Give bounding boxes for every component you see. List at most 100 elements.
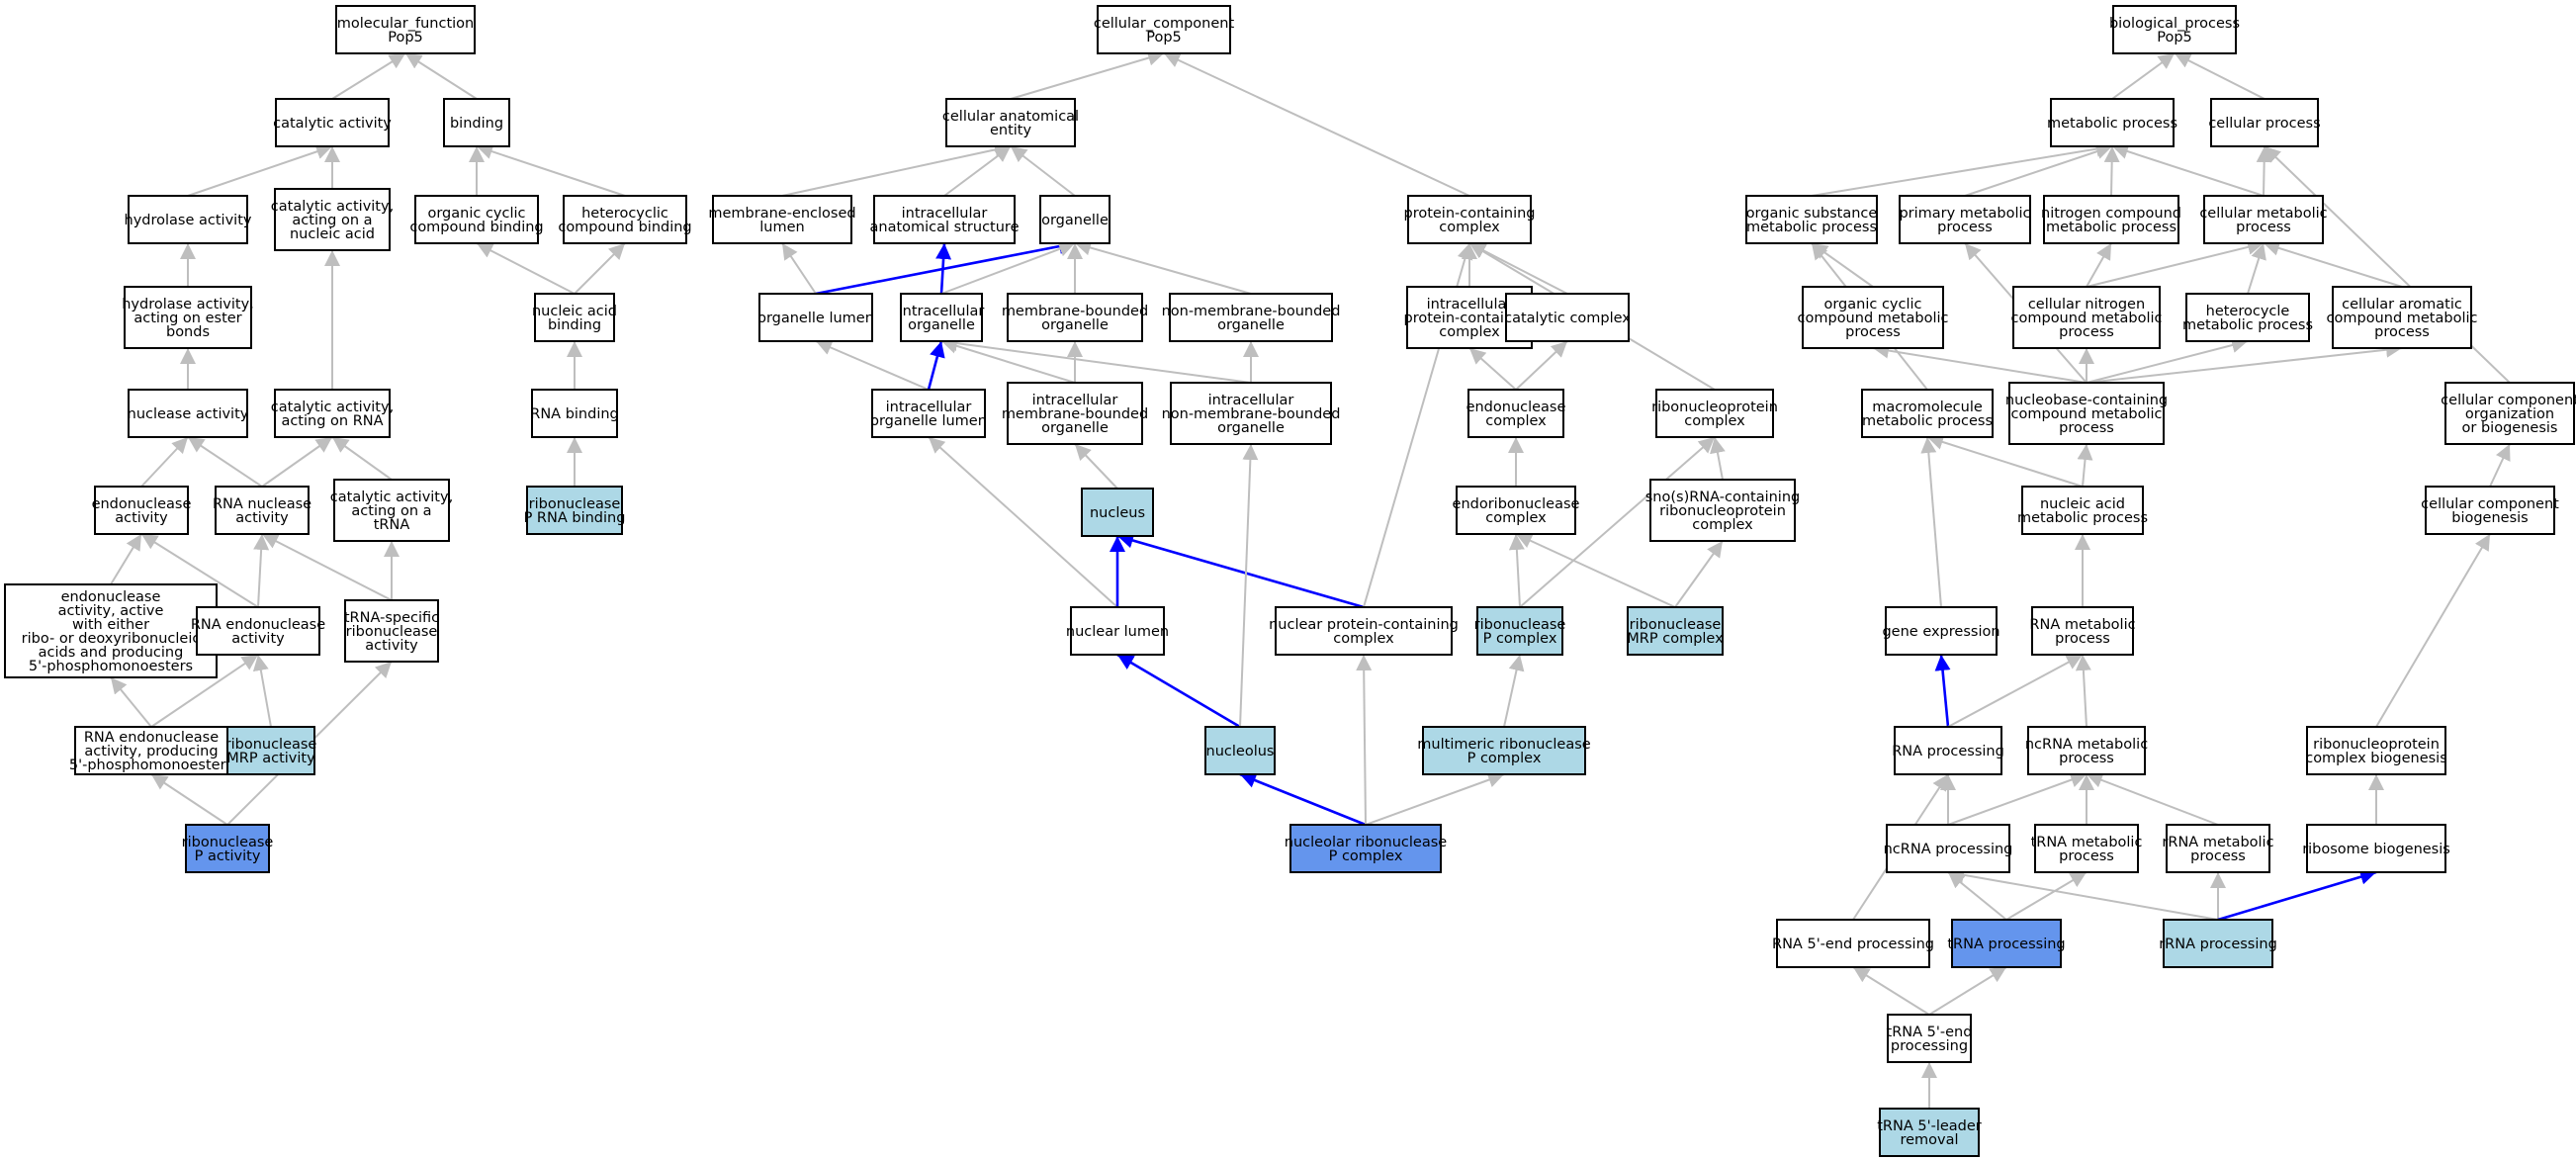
go-term-node[interactable]: RNA 5'-end processing xyxy=(1772,919,1934,968)
node-label-line: non-membrane-bounded xyxy=(1162,304,1341,319)
edge-organelle-to-cell_anat xyxy=(1010,145,1076,197)
node-label-line: ribonuclease xyxy=(182,835,274,850)
go-term-node[interactable]: ncRNA processing xyxy=(1884,824,2013,873)
node-label-line: complex xyxy=(1692,517,1753,533)
node-label-line: compound metabolic xyxy=(2327,311,2478,326)
go-term-node[interactable]: nuclease activity xyxy=(128,389,249,438)
node-label-line: compound binding xyxy=(409,220,543,235)
node-label-line: metabolic process xyxy=(2046,220,2176,235)
go-term-node[interactable]: ribosome biogenesis xyxy=(2302,824,2450,873)
node-box xyxy=(1081,488,1154,537)
go-term-node[interactable]: organelle lumen xyxy=(757,293,874,342)
edge-rna_nuclease-to-nuclease_activity xyxy=(187,436,263,488)
go-term-node[interactable]: metabolic process xyxy=(2047,98,2177,147)
node-box xyxy=(1007,293,1143,342)
edge-nucleobase_mp-to-org_cyclic_mp xyxy=(1872,342,2087,384)
go-term-node[interactable]: catalytic activity xyxy=(273,98,392,147)
node-box xyxy=(1456,486,1576,535)
go-term-node[interactable]: sno(s)RNA-containingribonucleoproteincom… xyxy=(1645,479,1800,542)
go-term-node[interactable]: tRNA processing xyxy=(1947,919,2066,968)
node-box xyxy=(1097,5,1231,54)
go-term-node[interactable]: RNA processing xyxy=(1892,726,2004,775)
go-term-node[interactable]: binding xyxy=(443,98,510,147)
go-term-node[interactable]: catalytic activity,acting on RNA xyxy=(271,389,394,438)
go-term-node[interactable]: RNA binding xyxy=(530,389,619,438)
node-label-line: organelle lumen xyxy=(870,413,987,429)
go-term-node[interactable]: cellular process xyxy=(2208,98,2321,147)
go-term-node[interactable]: nucleolus xyxy=(1204,726,1276,775)
go-term-node[interactable]: catalytic complex xyxy=(1504,293,1631,342)
node-label-line: acids and producing xyxy=(39,645,184,661)
go-term-node[interactable]: rRNA processing xyxy=(2159,919,2277,968)
node-label-line: organelle xyxy=(1041,420,1109,436)
node-label-line: RNA endonuclease xyxy=(84,730,219,746)
go-term-node[interactable]: organelle xyxy=(1039,195,1110,244)
go-term-node[interactable]: nuclear lumen xyxy=(1066,606,1169,656)
go-term-node[interactable]: intracellularnon-membrane-boundedorganel… xyxy=(1162,382,1341,445)
node-label-line: RNA binding xyxy=(530,406,619,422)
go-term-node[interactable]: gene expression xyxy=(1882,606,2000,656)
node-box xyxy=(2021,486,2144,535)
node-box xyxy=(1861,389,1994,438)
go-term-node[interactable]: hydrolase activity xyxy=(125,195,252,244)
node-label-line: processing xyxy=(1891,1038,1968,1054)
node-label-line: ribonuclease xyxy=(346,624,438,640)
go-term-node[interactable]: nucleus xyxy=(1081,488,1154,537)
